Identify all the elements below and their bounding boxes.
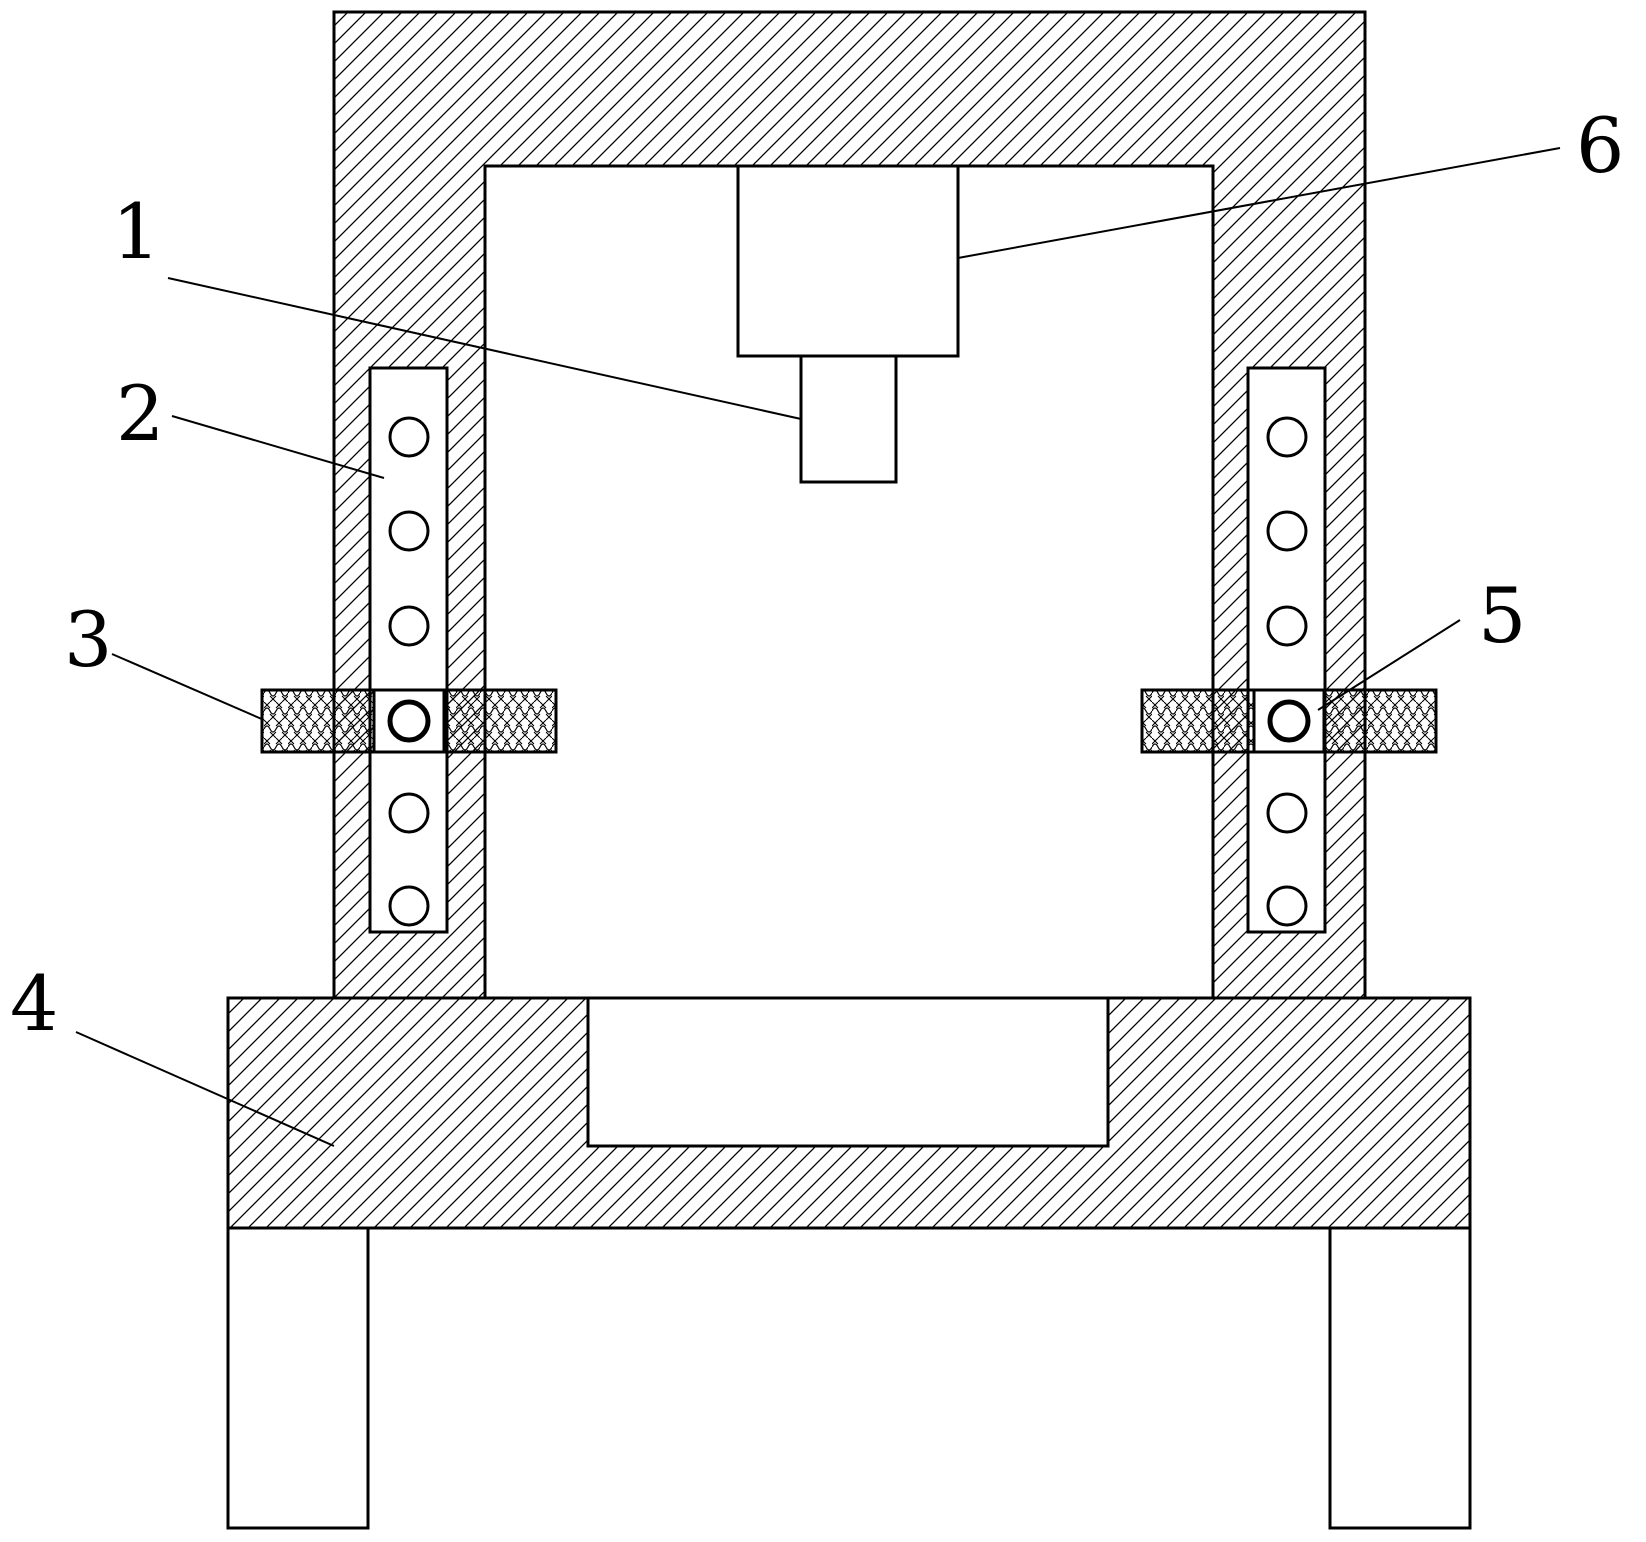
right-leg (1328, 1226, 1472, 1530)
label-4: 4 (10, 959, 58, 1048)
right-guide-rail (1246, 366, 1327, 934)
label-2: 2 (116, 369, 164, 458)
leader-4 (75, 1031, 335, 1147)
right-clamp-inner (1140, 688, 1256, 754)
base-table (226, 996, 1472, 1230)
piston-rod (799, 354, 898, 484)
cylinder-body (736, 164, 960, 358)
right-locking-pin (1267, 699, 1311, 743)
label-1: 1 (112, 187, 160, 276)
leader-5 (1317, 619, 1461, 711)
right-clamp-outer (1322, 688, 1438, 754)
right-rail-holes (1266, 416, 1308, 927)
leader-2 (171, 415, 385, 479)
frame (332, 10, 1367, 1000)
label-6: 6 (1576, 101, 1624, 190)
left-locking-pin (387, 699, 431, 743)
left-leg (226, 1226, 370, 1530)
label-3: 3 (64, 595, 112, 684)
left-rail-holes (388, 416, 430, 927)
left-clamp-outer (260, 688, 376, 754)
leader-6 (957, 147, 1561, 259)
left-guide-rail (368, 366, 449, 934)
left-clamp-inner (442, 688, 558, 754)
leader-1 (167, 277, 802, 420)
leader-3 (111, 653, 265, 721)
label-5: 5 (1478, 571, 1526, 660)
